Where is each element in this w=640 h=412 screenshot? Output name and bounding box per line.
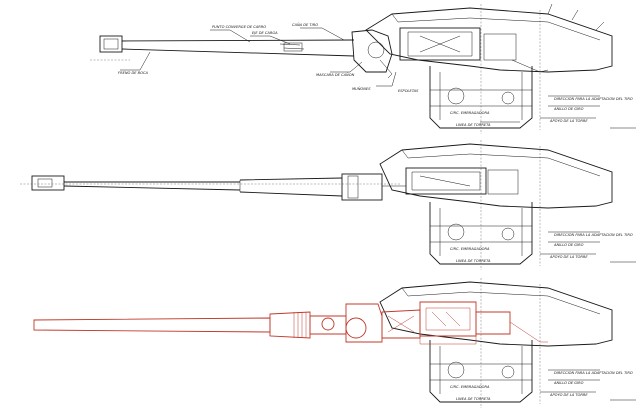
label-circ-embragadora: CIRC. EMBRAGADORA xyxy=(450,111,490,115)
label-anillo-de-giro-c: ANILLO DE GIRO xyxy=(553,381,584,385)
turret-view-level: DIRECCION PARA LA ADAPTACION DEL TIRO CI… xyxy=(20,140,636,270)
label-linea-de-torreta-c: LINEA DE TORRETA xyxy=(456,397,491,401)
label-cana-de-tiro: CAÑA DE TIRO xyxy=(292,22,318,27)
label-direccion-adaptacion-b: DIRECCION PARA LA ADAPTACION DEL TIRO xyxy=(554,233,633,237)
label-circ-embragadora-c: CIRC. EMBRAGADORA xyxy=(450,385,490,389)
label-apoyo-de-la-torre-c: APOYO DE LA TORRE xyxy=(549,393,588,397)
label-munones: MUÑONES xyxy=(352,86,371,91)
label-espoletas: ESPOLETAS xyxy=(398,89,419,93)
turret-view-gun-highlight: DIRECCION PARA LA ADAPTACION DEL TIRO CI… xyxy=(33,278,636,408)
highlighted-gun xyxy=(33,301,548,345)
label-anillo-de-giro: ANILLO DE GIRO xyxy=(553,107,584,111)
label-circ-embragadora-b: CIRC. EMBRAGADORA xyxy=(450,247,490,251)
label-apoyo-de-la-torre-b: APOYO DE LA TORRE xyxy=(549,255,588,259)
label-apoyo-de-la-torre: APOYO DE LA TORRE xyxy=(549,119,588,123)
label-freno-de-boca: FRENO DE BOCA xyxy=(118,71,148,75)
label-direccion-adaptacion: DIRECCION PARA LA ADAPTACION DEL TIRO xyxy=(554,97,633,101)
label-linea-de-torreta: LINEA DE TORRETA xyxy=(456,123,491,127)
label-mascara-de-canon: MASCARA DE CAÑON xyxy=(316,72,355,77)
label-anillo-de-giro-b: ANILLO DE GIRO xyxy=(553,243,584,247)
label-eje-de-carga: EJE DE CARGA xyxy=(252,31,278,35)
label-direccion-adaptacion-c: DIRECCION PARA LA ADAPTACION DEL TIRO xyxy=(554,371,633,375)
label-punto-converge: PUNTO CONVERGE DE CARRO xyxy=(212,25,266,29)
turret-view-elevated: PUNTO CONVERGE DE CARRO EJE DE CARGA CAÑ… xyxy=(90,3,636,134)
label-linea-de-torreta-b: LINEA DE TORRETA xyxy=(456,259,491,263)
